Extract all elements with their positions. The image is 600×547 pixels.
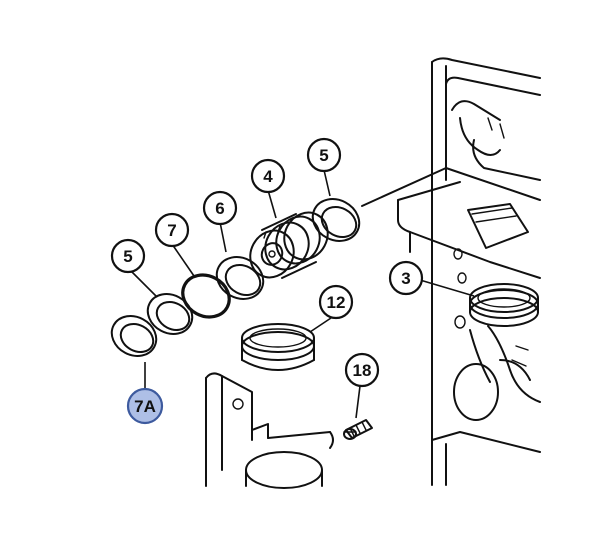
o-ring-7 xyxy=(181,273,231,319)
seal-ring-6 xyxy=(215,256,265,300)
svg-text:3: 3 xyxy=(401,269,410,288)
spool-part-4 xyxy=(249,211,329,279)
callout-5-lower: 5 xyxy=(110,238,146,274)
bushing-part-12 xyxy=(241,323,315,371)
backup-ring-5-right xyxy=(311,198,361,242)
svg-text:7: 7 xyxy=(167,221,176,240)
callout-18: 18 xyxy=(344,352,380,388)
screw-part-18 xyxy=(343,419,373,440)
callout-6: 6 xyxy=(202,190,238,226)
callout-5-upper: 5 xyxy=(306,137,342,173)
svg-text:6: 6 xyxy=(215,199,224,218)
callout-7: 7 xyxy=(154,212,190,248)
leader-lines xyxy=(129,169,475,419)
callout-12: 12 xyxy=(318,284,354,320)
svg-text:5: 5 xyxy=(123,247,132,266)
callout-4: 4 xyxy=(250,158,286,194)
svg-text:18: 18 xyxy=(353,361,372,380)
svg-text:12: 12 xyxy=(327,293,346,312)
backup-ring-5-left xyxy=(146,293,194,335)
callout-3: 3 xyxy=(388,260,424,296)
svg-text:4: 4 xyxy=(263,167,273,186)
seal-part-3 xyxy=(469,283,539,327)
svg-text:7A: 7A xyxy=(134,397,156,416)
svg-text:5: 5 xyxy=(319,146,328,165)
lower-bracket xyxy=(205,372,334,489)
housing-body xyxy=(361,57,541,486)
seal-ring-7a xyxy=(110,315,158,357)
callout-7a-highlighted[interactable]: 7A xyxy=(126,387,164,425)
